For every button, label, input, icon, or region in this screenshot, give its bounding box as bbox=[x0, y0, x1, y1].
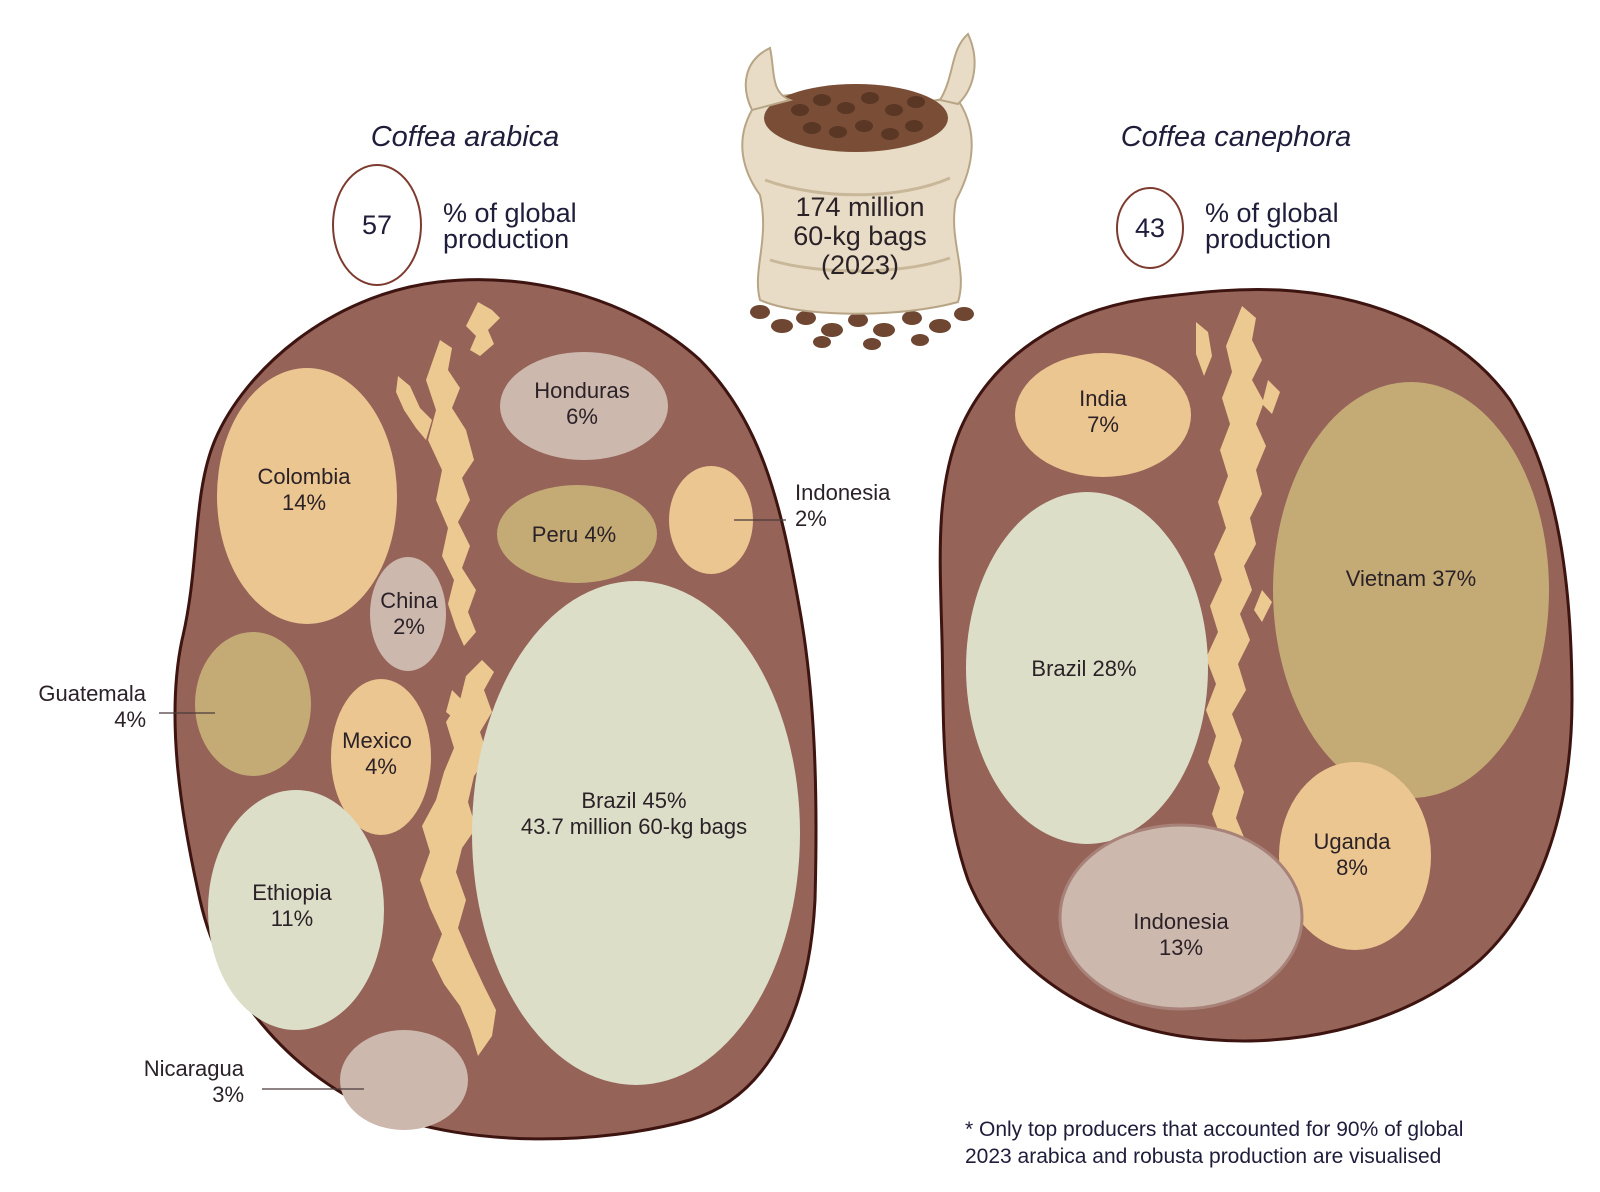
canephora-uganda-name: Uganda bbox=[1313, 829, 1391, 854]
arabica-brazil-bubble bbox=[472, 581, 800, 1085]
canephora-brazil-bubble bbox=[966, 492, 1208, 844]
canephora-vietnam-bubble bbox=[1273, 382, 1549, 798]
arabica-ethiopia-name: Ethiopia bbox=[252, 880, 332, 905]
arabica-share-ring bbox=[332, 164, 422, 286]
arabica-crack bbox=[396, 302, 500, 1056]
arabica-nicaragua-value: 3% bbox=[212, 1082, 244, 1107]
canephora-uganda-value: 8% bbox=[1336, 855, 1368, 880]
arabica-brazil-label: Brazil 45% bbox=[581, 788, 686, 813]
arabica-colombia-bubble bbox=[217, 368, 397, 624]
footnote-line-1: * Only top producers that accounted for … bbox=[965, 1118, 1463, 1141]
coffee-sack-illustration: 174 million 60-kg bags (2023) bbox=[741, 32, 976, 350]
canephora-brazil-name: Brazil bbox=[1031, 656, 1086, 681]
arabica-guatemala-value: 4% bbox=[114, 707, 146, 732]
canephora-share-ring bbox=[1116, 187, 1184, 269]
arabica-guatemala-bubble bbox=[195, 632, 311, 776]
canephora-india-name: India bbox=[1079, 386, 1127, 411]
arabica-nicaragua-bubble bbox=[340, 1030, 468, 1130]
total-production-line-2: 60-kg bags bbox=[793, 221, 927, 251]
arabica-china-bubble bbox=[370, 557, 446, 671]
arabica-china-name: China bbox=[380, 588, 438, 613]
arabica-share-label-1: % of global bbox=[443, 198, 577, 228]
canephora-crack bbox=[1196, 306, 1280, 862]
canephora-uganda-bubble bbox=[1279, 762, 1431, 950]
arabica-peru-value: 4% bbox=[584, 522, 616, 547]
arabica-guatemala-name: Guatemala bbox=[38, 681, 146, 706]
canephora-brazil-label: Brazil 28% bbox=[1031, 656, 1136, 681]
arabica-peru-name: Peru bbox=[532, 522, 578, 547]
canephora-title: Coffea canephora bbox=[1121, 121, 1352, 153]
arabica-title: Coffea arabica bbox=[371, 121, 560, 153]
arabica-mexico-name: Mexico bbox=[342, 728, 412, 753]
arabica-indonesia-value: 2% bbox=[795, 506, 827, 531]
arabica-peru-bubble bbox=[497, 485, 657, 583]
arabica-mexico-value: 4% bbox=[365, 754, 397, 779]
arabica-share-label-2: production bbox=[443, 224, 569, 254]
arabica-colombia-name: Colombia bbox=[258, 464, 352, 489]
arabica-share-value: 57 bbox=[362, 210, 392, 240]
total-production-line-3: (2023) bbox=[821, 250, 899, 280]
arabica-brazil-name: Brazil bbox=[581, 788, 636, 813]
arabica-indonesia-name: Indonesia bbox=[795, 480, 891, 505]
total-production-line-1: 174 million bbox=[795, 192, 924, 222]
arabica-ethiopia-value: 11% bbox=[271, 906, 313, 931]
canephora-indonesia-bubble bbox=[1058, 823, 1304, 1011]
arabica-honduras-name: Honduras bbox=[534, 378, 629, 403]
arabica-indonesia-bubble bbox=[669, 466, 753, 574]
canephora-indonesia-name: Indonesia bbox=[1133, 909, 1229, 934]
canephora-vietnam-value: 37% bbox=[1432, 566, 1476, 591]
canephora-brazil-value: 28% bbox=[1093, 656, 1137, 681]
arabica-brazil-value: 45% bbox=[643, 788, 687, 813]
canephora-indonesia-value: 13% bbox=[1159, 935, 1203, 960]
arabica-ethiopia-bubble bbox=[208, 790, 384, 1030]
canephora-share-value: 43 bbox=[1135, 213, 1165, 243]
canephora-share-label-1: % of global bbox=[1205, 198, 1339, 228]
arabica-honduras-value: 6% bbox=[566, 404, 598, 429]
canephora-india-bubble bbox=[1015, 353, 1191, 477]
arabica-peru-label: Peru 4% bbox=[532, 522, 616, 547]
arabica-colombia-value: 14% bbox=[282, 490, 326, 515]
arabica-nicaragua-name: Nicaragua bbox=[144, 1056, 245, 1081]
arabica-china-value: 2% bbox=[393, 614, 425, 639]
arabica-honduras-bubble bbox=[500, 352, 668, 460]
canephora-vietnam-name: Vietnam bbox=[1346, 566, 1426, 591]
arabica-mexico-bubble bbox=[331, 679, 431, 835]
canephora-vietnam-label: Vietnam 37% bbox=[1346, 566, 1476, 591]
arabica-brazil-extra: 43.7 million 60-kg bags bbox=[521, 814, 747, 839]
canephora-share-label-2: production bbox=[1205, 224, 1331, 254]
footnote-line-2: 2023 arabica and robusta production are … bbox=[965, 1145, 1441, 1168]
canephora-india-value: 7% bbox=[1087, 412, 1119, 437]
